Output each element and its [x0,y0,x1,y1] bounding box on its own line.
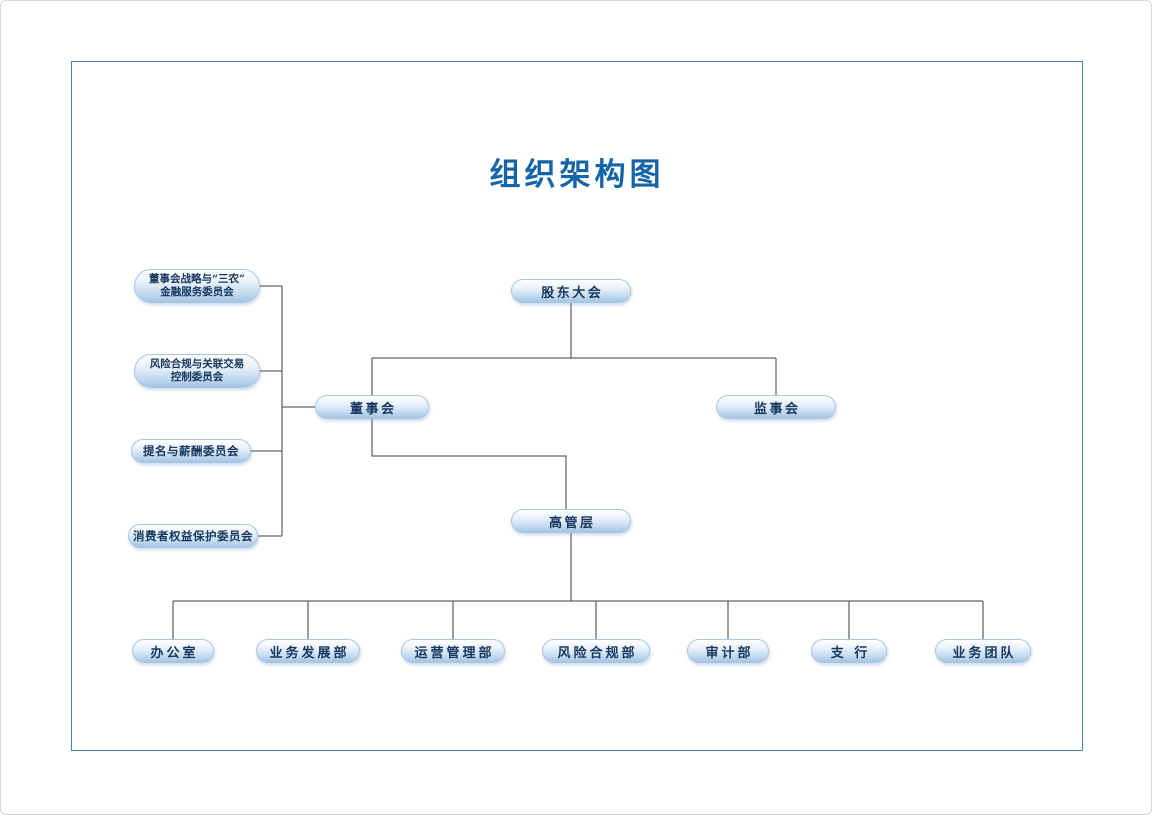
node-label-line1: 董事会战略与“三农” [148,272,246,285]
org-node-committee-nomination-remuneration: 提名与薪酬委员会 [131,439,251,463]
node-label-line2: 金融服务委员会 [160,286,234,298]
node-label: 业务发展部 [269,645,350,661]
org-node-committee-risk-compliance-related-transactions: 风险合规与关联交易 控制委员会 [134,354,260,388]
node-label: 运营管理部 [414,645,495,661]
org-node-dept-business-team: 业务团队 [935,639,1031,663]
node-label-line1: 风险合规与关联交易 [149,357,245,370]
node-label: 业务团队 [952,645,1017,661]
node-label: 风险合规部 [557,645,638,661]
node-label: 消费者权益保护委员会 [133,529,253,543]
node-label: 审计部 [705,645,754,661]
node-label: 提名与薪酬委员会 [143,444,239,458]
node-label: 办公室 [150,645,199,661]
node-label: 高管层 [548,515,596,531]
org-node-shareholders-meeting: 股东大会 [511,279,631,303]
org-node-committee-strategy-sannong: 董事会战略与“三农” 金融服务委员会 [134,269,260,303]
chart-title: 组织架构图 [489,157,665,192]
node-label: 支 行 [830,645,871,661]
node-label: 董事会 [349,401,397,417]
org-node-dept-business-development: 业务发展部 [256,639,360,663]
org-node-dept-operations-management: 运营管理部 [401,639,505,663]
org-node-dept-risk-compliance: 风险合规部 [542,639,650,663]
org-node-committee-consumer-rights: 消费者权益保护委员会 [128,524,258,548]
node-label-line2: 控制委员会 [170,371,224,383]
org-node-senior-management: 高管层 [511,509,631,533]
org-node-dept-audit: 审计部 [687,639,769,663]
org-node-board-of-supervisors: 监事会 [716,395,836,419]
org-node-dept-office: 办公室 [132,639,214,663]
node-label: 监事会 [753,401,801,417]
org-node-dept-branch: 支 行 [811,639,887,663]
chart-frame [71,61,1083,751]
node-label: 股东大会 [541,285,604,301]
org-node-board-of-directors: 董事会 [315,395,429,419]
